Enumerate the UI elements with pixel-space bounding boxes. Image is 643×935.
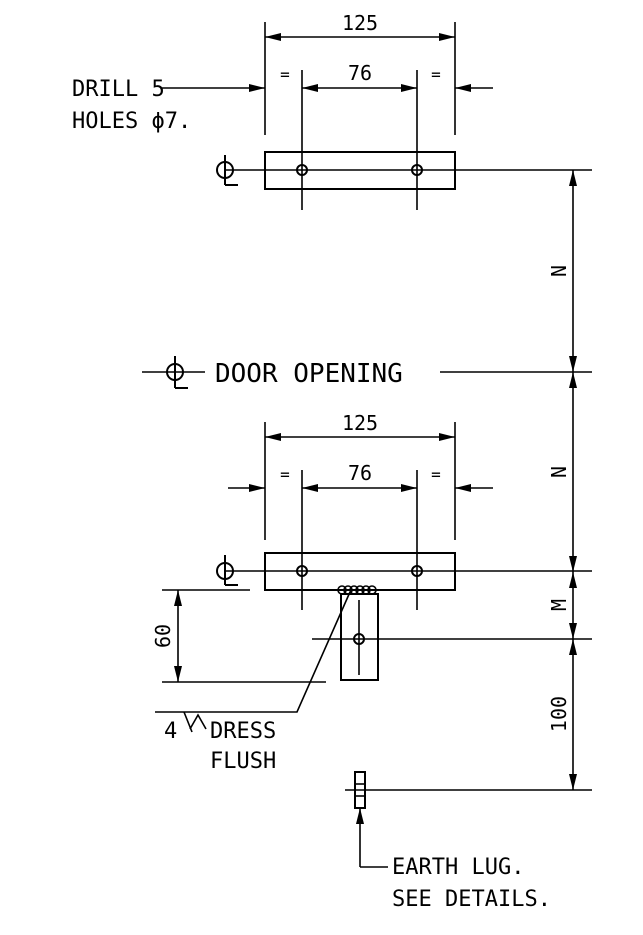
- centerline-symbol: [216, 155, 238, 186]
- door-opening-label: DOOR OPENING: [215, 359, 403, 389]
- vertical-dimensions: N N M 100: [547, 170, 577, 790]
- sixty-dimension: 60: [151, 624, 175, 648]
- bottom-equal-left: =: [280, 465, 290, 484]
- earth-lug-line1: EARTH LUG.: [392, 855, 524, 880]
- top-overall-dimension: 125: [342, 11, 378, 35]
- bottom-pitch-dimension: 76: [348, 461, 372, 485]
- n-lower-dimension: N: [547, 466, 571, 478]
- dress-note-line1: DRESS: [210, 719, 276, 744]
- bottom-overall-dimension: 125: [342, 411, 378, 435]
- bottom-plate-assembly: 125 76 = =: [151, 411, 592, 733]
- top-pitch-dimension: 76: [348, 61, 372, 85]
- m-dimension: M: [547, 599, 571, 611]
- centerline-symbol: [166, 356, 188, 389]
- top-equal-right: =: [431, 65, 441, 84]
- weld-size: 4: [164, 719, 177, 744]
- bottom-equal-right: =: [431, 465, 441, 484]
- top-equal-left: =: [280, 65, 290, 84]
- centerline-symbol: [216, 555, 238, 586]
- door-opening-line: DOOR OPENING: [142, 356, 592, 389]
- drill-note-line2: HOLES ϕ7.: [72, 109, 191, 134]
- hanging-bracket: [340, 593, 379, 681]
- hundred-dimension: 100: [547, 696, 571, 732]
- dress-note-line2: FLUSH: [210, 749, 276, 774]
- n-upper-dimension: N: [547, 265, 571, 277]
- earth-lug-line2: SEE DETAILS.: [392, 887, 551, 912]
- drill-note-line1: DRILL 5: [72, 77, 165, 102]
- earth-lug: [345, 771, 592, 868]
- top-plate-assembly: 125 76 = =: [162, 11, 592, 210]
